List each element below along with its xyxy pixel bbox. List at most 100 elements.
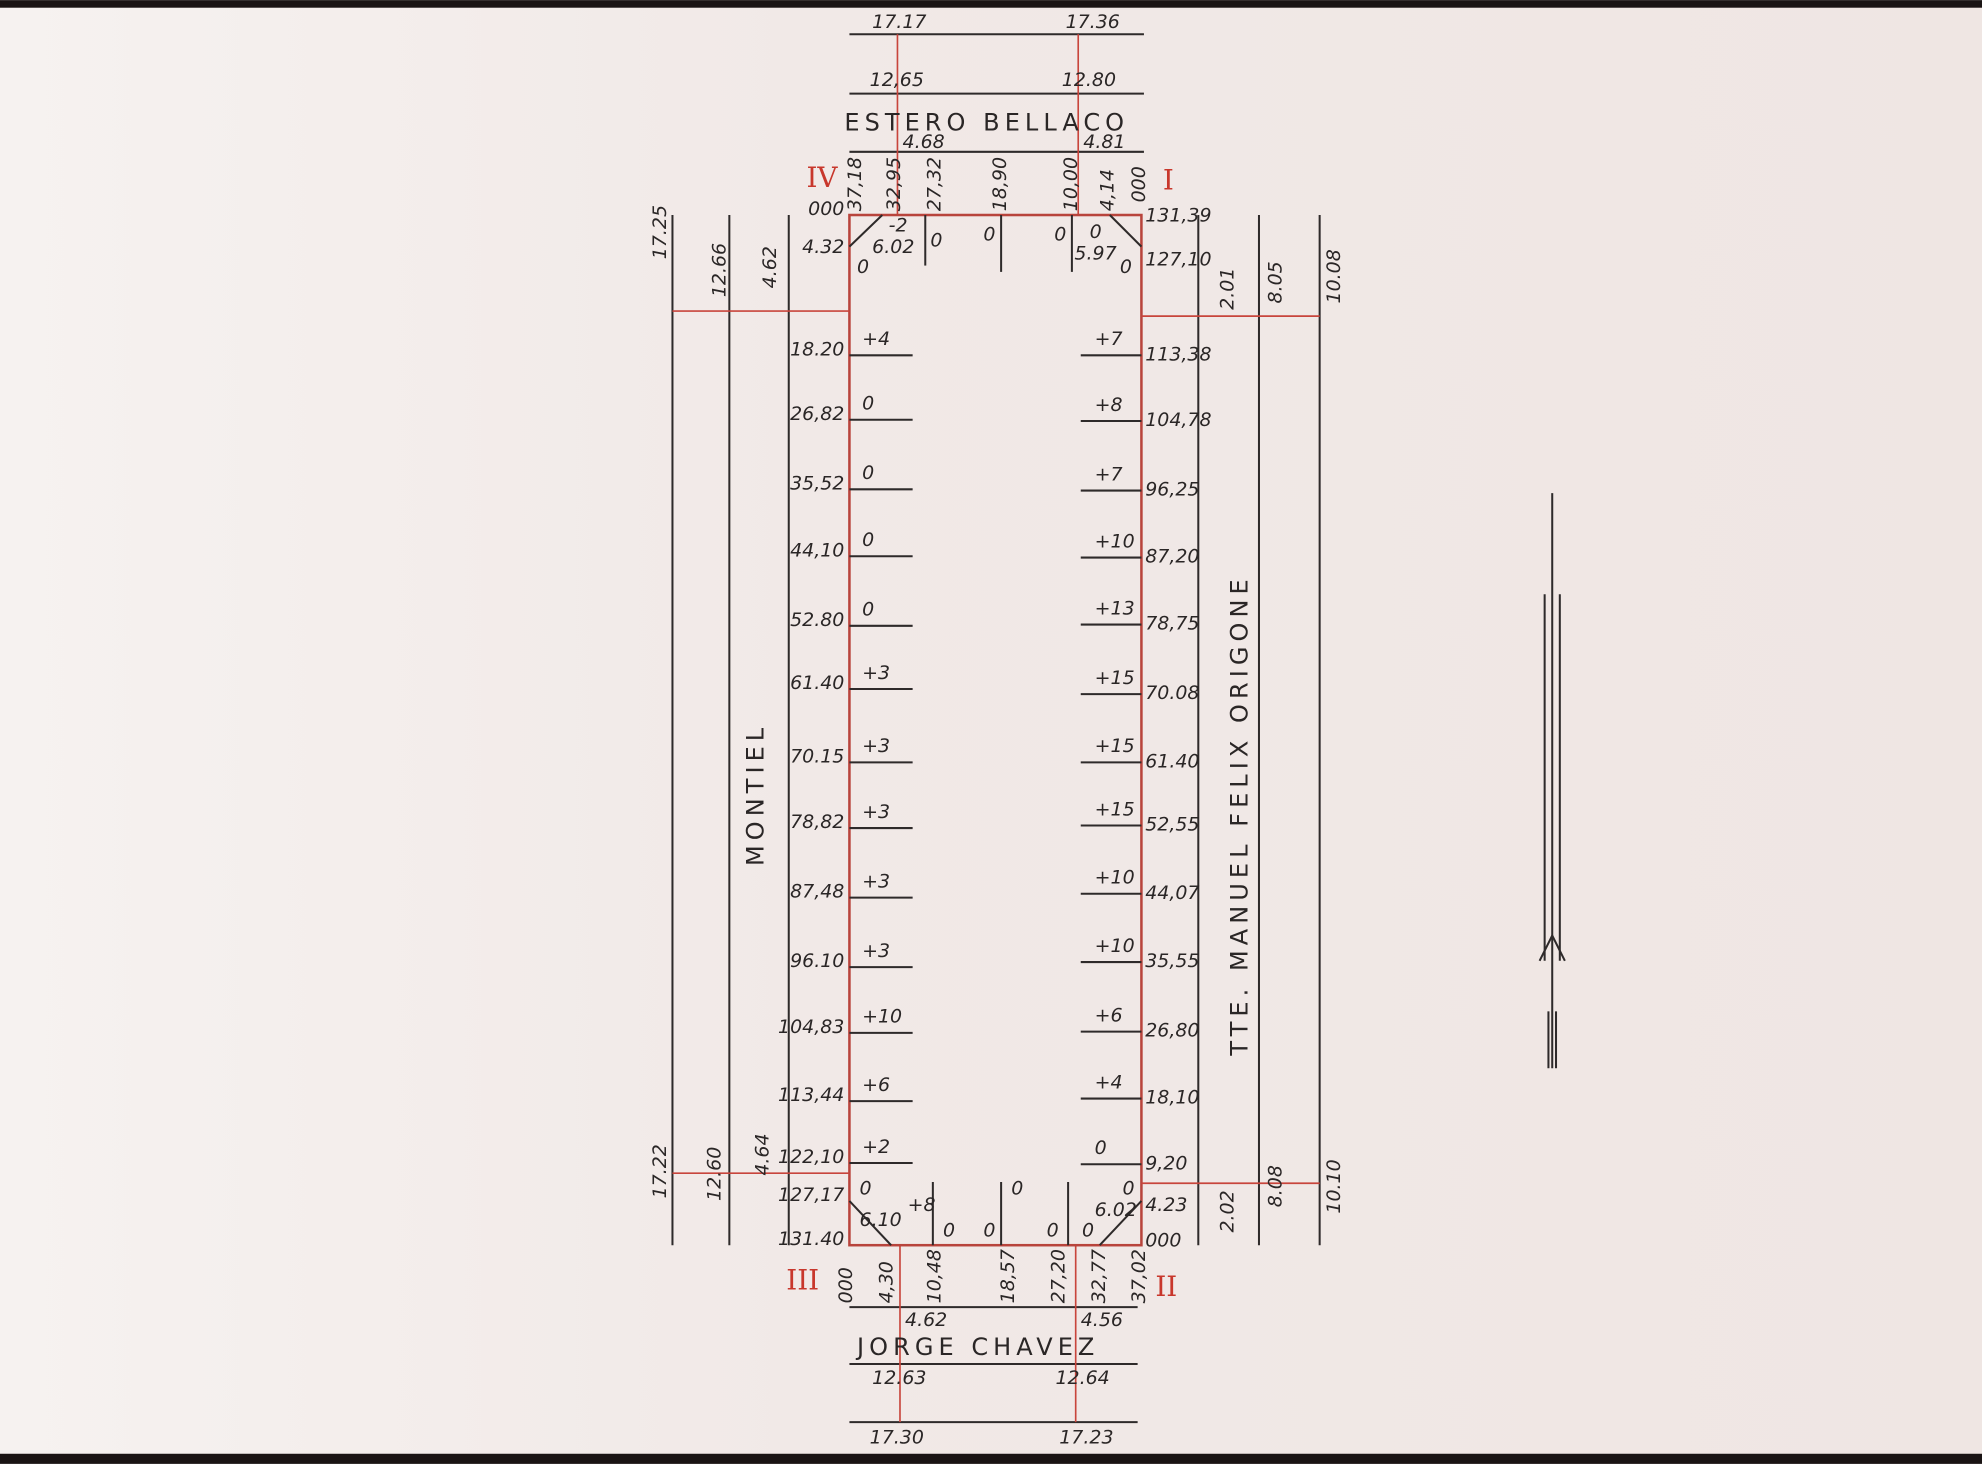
bottom-frontage-label: 10,48 <box>923 1249 945 1303</box>
top-frontage-label: 32,95 <box>883 157 905 211</box>
left-station-label: 87,48 <box>790 881 844 903</box>
street-name-jorge-chavez: JORGE CHAVEZ <box>855 1333 1099 1361</box>
right-level-label: +8 <box>1095 394 1123 416</box>
left-station-label: 122,10 <box>778 1146 844 1168</box>
interior-level-label: +8 <box>908 1194 936 1216</box>
left-level-label: +10 <box>862 1006 902 1028</box>
street-name-montiel: MONTIEL <box>741 723 769 866</box>
interior-level-label: 0 <box>1090 221 1102 243</box>
bottom-width-inner-left: 4.62 <box>905 1309 947 1331</box>
top-frontage-label: 18,90 <box>989 157 1011 211</box>
top-width-inner-left: 4.68 <box>903 131 945 153</box>
bottom-width-outer-left: 17.30 <box>870 1427 924 1449</box>
right-station-label: 4.23 <box>1145 1194 1187 1216</box>
left-station-label: 26,82 <box>790 403 844 425</box>
top-street: 17.17 17.36 12,65 12.80 ESTERO BELLACO 4… <box>806 11 1174 216</box>
left-level-label: +3 <box>862 940 890 962</box>
left-station-label: 44,10 <box>790 539 844 561</box>
corner-marker-i: I <box>1163 164 1174 197</box>
left-station-label: 131.40 <box>778 1228 844 1250</box>
bottom-street: 4.62 4.56 JORGE CHAVEZ 12.63 12.64 17.30… <box>786 1245 1177 1449</box>
left-station-label: 000 <box>808 198 844 220</box>
right-street-width: 8.08 <box>1265 1165 1287 1207</box>
interior-level-label: -2 <box>889 214 908 236</box>
left-station-label: 70.15 <box>790 745 844 767</box>
right-level-label: +10 <box>1095 530 1135 552</box>
top-frontage-label: 27,32 <box>923 157 945 211</box>
left-station-label: 35,52 <box>790 472 844 494</box>
corner-marker-ii: II <box>1155 1270 1177 1303</box>
right-station-label: 78,75 <box>1145 613 1199 635</box>
chamfer-iv <box>848 214 883 248</box>
right-station-label: 131,39 <box>1145 204 1211 226</box>
bottom-frontage-label: 000 <box>835 1267 857 1303</box>
block-outline <box>848 213 1143 1247</box>
left-level-label: +2 <box>862 1136 890 1158</box>
right-level-label: +4 <box>1095 1071 1123 1093</box>
left-street-width: 17.25 <box>649 205 671 259</box>
right-station-label: 61.40 <box>1145 750 1199 772</box>
street-name-origone: TTE. MANUEL FELIX ORIGONE <box>1226 574 1254 1056</box>
bottom-width-mid-right: 12.64 <box>1055 1367 1109 1389</box>
left-station-label: 4.32 <box>802 236 844 258</box>
bottom-frontage-label: 27,20 <box>1047 1249 1069 1303</box>
left-level-label: +6 <box>862 1074 890 1096</box>
right-station-label: 127,10 <box>1145 249 1211 271</box>
left-street-width: 17.22 <box>649 1144 671 1198</box>
left-level-label: +4 <box>862 328 890 350</box>
left-street-width: 4.64 <box>752 1133 774 1175</box>
interior-level-label: 0 <box>983 1219 995 1241</box>
top-width-mid-right: 12.80 <box>1062 69 1116 91</box>
right-station-label: 96,25 <box>1145 479 1199 501</box>
left-station-label: 61.40 <box>790 672 844 694</box>
bottom-width-mid-left: 12.63 <box>872 1367 926 1389</box>
interior-level-label: 0 <box>983 223 995 245</box>
chamfer-label: 6.02 <box>1095 1199 1137 1221</box>
left-station-label: 52.80 <box>790 609 844 631</box>
right-street-width: 8.05 <box>1265 261 1287 303</box>
chamfer-label: 6.10 <box>860 1209 902 1231</box>
interior-level-label: 0 <box>1082 1219 1094 1241</box>
chamfer-iii <box>848 1200 892 1246</box>
top-width-outer-right: 17.36 <box>1066 11 1120 33</box>
right-station-label: 87,20 <box>1145 546 1199 568</box>
left-level-label: 0 <box>862 462 874 484</box>
left-level-label: 0 <box>862 599 874 621</box>
left-station-label: 113,44 <box>778 1084 844 1106</box>
right-level-label: +7 <box>1095 463 1123 485</box>
left-level-label: +3 <box>862 662 890 684</box>
left-street-width: 4.62 <box>759 246 781 288</box>
left-level-label: 0 <box>862 529 874 551</box>
right-station-label: 9,20 <box>1145 1152 1187 1174</box>
side-street-lines: MONTIEL TTE. MANUEL FELIX ORIGONE <box>671 215 1321 1246</box>
left-level-label: +3 <box>862 801 890 823</box>
bottom-width-inner-right: 4.56 <box>1081 1309 1123 1331</box>
interior-level-label: 0 <box>1054 223 1066 245</box>
interior-level-label: 0 <box>930 230 942 252</box>
right-station-label: 35,55 <box>1145 950 1199 972</box>
scan-border <box>0 0 1982 8</box>
chamfer-label: 6.02 <box>872 236 914 258</box>
bottom-frontage-label: 37,02 <box>1128 1249 1150 1303</box>
right-station-label: 44,07 <box>1145 882 1199 904</box>
right-level-label: +15 <box>1095 798 1135 820</box>
left-station-label: 127,17 <box>778 1184 844 1206</box>
street-name-estero-bellaco: ESTERO BELLACO <box>844 108 1129 136</box>
left-level-label: +3 <box>862 735 890 757</box>
right-level-label: +13 <box>1095 597 1135 619</box>
left-street-width: 12.60 <box>703 1147 725 1201</box>
right-street-width: 2.01 <box>1217 268 1239 310</box>
left-level-label: +3 <box>862 870 890 892</box>
left-station-label: 18.20 <box>790 338 844 360</box>
top-frontage-label: 000 <box>1128 166 1150 202</box>
corner-marker-iv: IV <box>806 161 838 194</box>
measurements: 0004.3218.2026,8235,5244,1052.8061.4070.… <box>649 157 1345 1303</box>
block-boundary <box>848 213 1143 1247</box>
interior-level-label: 0 <box>943 1219 955 1241</box>
top-frontage-label: 37,18 <box>844 157 866 211</box>
left-station-label: 96.10 <box>790 950 844 972</box>
top-frontage-label: 4,14 <box>1097 169 1119 211</box>
right-street-width: 10.10 <box>1323 1159 1345 1213</box>
